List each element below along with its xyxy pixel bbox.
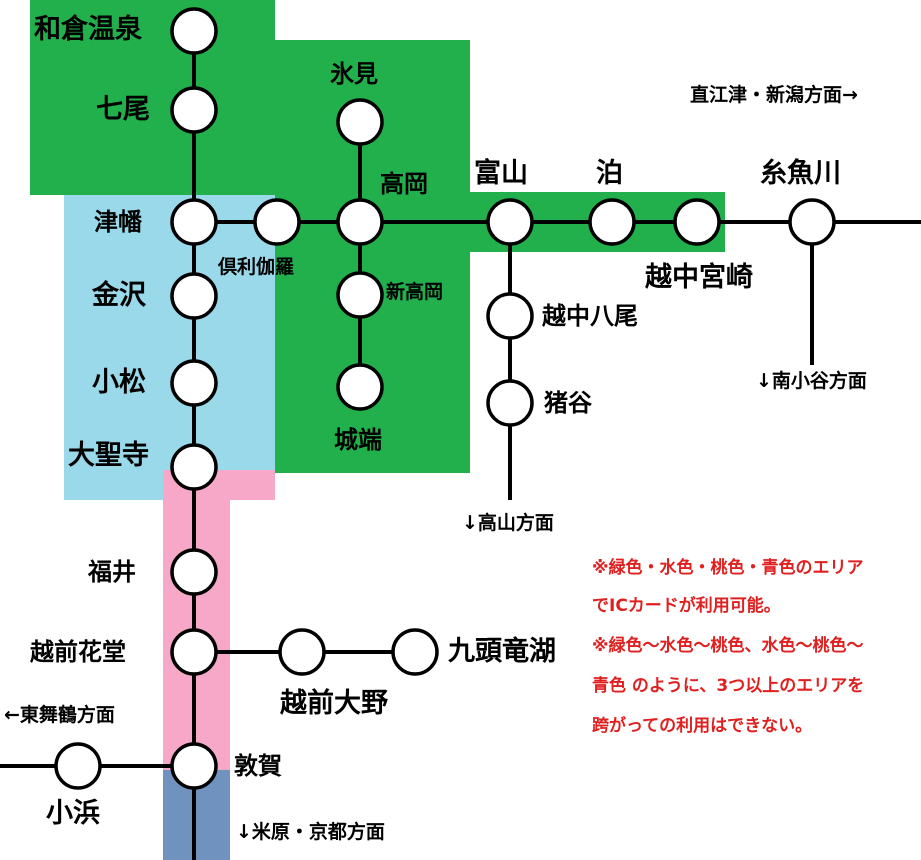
- note-line-2: でICカードが利用可能。: [592, 596, 781, 616]
- station-johana: [336, 363, 384, 411]
- label-fukui: 福井: [88, 558, 136, 586]
- station-inotani: [486, 379, 534, 427]
- label-tomari: 泊: [596, 158, 623, 189]
- direction-takayama: ↓高山方面: [462, 512, 554, 534]
- label-johana: 城端: [334, 426, 382, 454]
- station-echizen-ono: [278, 628, 326, 676]
- pink-area: [163, 470, 275, 770]
- label-etchu-miyazaki: 越中宮崎: [645, 262, 753, 293]
- station-tsubata: [170, 198, 218, 246]
- station-wakura-onsen: [170, 7, 218, 55]
- station-tsuruga: [170, 742, 218, 790]
- station-daishoji: [170, 443, 218, 491]
- station-obama: [54, 742, 102, 790]
- station-shin-takaoka: [336, 271, 384, 319]
- direction-naoetsu: 直江津・新潟方面→: [690, 84, 858, 106]
- label-kuzuryuko: 九頭竜湖: [448, 636, 556, 667]
- station-takaoka: [336, 198, 384, 246]
- label-shin-takaoka: 新高岡: [386, 281, 444, 303]
- label-kurikara: 倶利伽羅: [218, 256, 295, 278]
- station-himi: [336, 98, 384, 146]
- label-etchu-yatsuo: 越中八尾: [542, 302, 638, 330]
- label-kanazawa: 金沢: [92, 280, 146, 311]
- note-line-3: ※緑色～水色～桃色、水色～桃色～: [592, 636, 864, 656]
- direction-minami-otari: ↓南小谷方面: [756, 370, 867, 392]
- direction-higashi-maizuru: ←東舞鶴方面: [4, 704, 115, 726]
- station-komatsu: [170, 359, 218, 407]
- station-etchu-miyazaki: [673, 198, 721, 246]
- station-toyama: [486, 198, 534, 246]
- label-komatsu: 小松: [92, 367, 146, 398]
- label-inotani: 猪谷: [544, 389, 592, 417]
- label-takaoka: 高岡: [380, 170, 428, 198]
- station-echizen-hanando: [170, 628, 218, 676]
- label-tsubata: 津幡: [94, 208, 142, 236]
- note-line-1: ※緑色・水色・桃色・青色のエリア: [592, 558, 864, 578]
- label-wakura-onsen: 和倉温泉: [34, 14, 142, 45]
- direction-maibara-kyoto: ↓米原・京都方面: [236, 821, 385, 843]
- label-tsuruga: 敦賀: [234, 752, 282, 780]
- station-nanao: [170, 86, 218, 134]
- station-fukui: [170, 548, 218, 596]
- station-markers: [54, 7, 836, 790]
- label-obama: 小浜: [46, 798, 100, 829]
- note-line-5: 跨がっての利用はできない。: [592, 716, 813, 736]
- station-etchu-yatsuo: [486, 292, 534, 340]
- label-itoigawa: 糸魚川: [760, 158, 841, 189]
- label-daishoji: 大聖寺: [68, 440, 149, 471]
- station-tomari: [588, 198, 636, 246]
- label-toyama: 富山: [474, 158, 528, 189]
- note-line-4: 青色 のように、3つ以上のエリアを: [592, 676, 865, 696]
- station-itoigawa: [788, 198, 836, 246]
- station-kurikara: [253, 198, 301, 246]
- label-nanao: 七尾: [96, 94, 150, 125]
- station-kuzuryuko: [391, 628, 439, 676]
- label-himi: 氷見: [330, 60, 378, 88]
- label-echizen-hanando: 越前花堂: [30, 638, 126, 666]
- label-echizen-ono: 越前大野: [280, 688, 388, 719]
- station-kanazawa: [170, 272, 218, 320]
- light-blue-area: [64, 195, 275, 500]
